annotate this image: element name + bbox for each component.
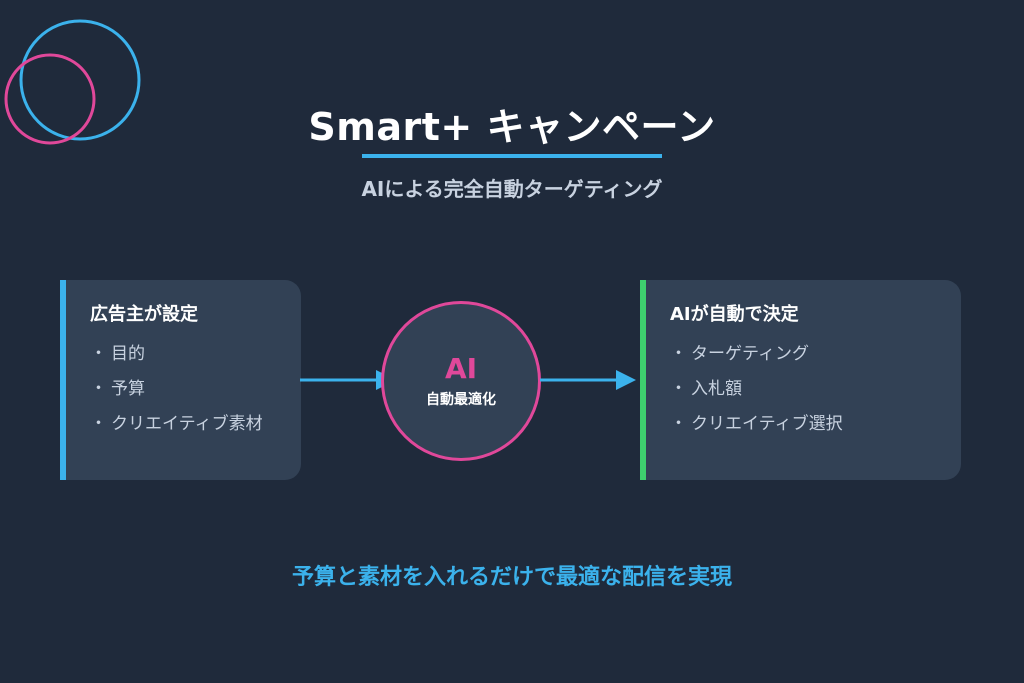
decorative-circles-icon bbox=[4, 19, 141, 145]
ai-decisions-list: ・ターゲティング ・入札額 ・クリエイティブ選択 bbox=[670, 342, 843, 447]
page-title: Smart+ キャンペーン bbox=[308, 105, 716, 149]
footer-tagline: 予算と素材を入れるだけで最適な配信を実現 bbox=[291, 565, 732, 590]
accent-bar bbox=[640, 280, 646, 480]
list-item: ・クリエイティブ選択 bbox=[670, 414, 843, 434]
ai-sublabel: 自動最適化 bbox=[426, 392, 496, 408]
ai-decisions-box: AIが自動で決定 ・ターゲティング ・入札額 ・クリエイティブ選択 bbox=[640, 280, 961, 480]
list-item: ・目的 bbox=[90, 344, 145, 364]
ai-label: AI bbox=[444, 352, 478, 385]
accent-bar bbox=[60, 280, 66, 480]
list-item: ・クリエイティブ素材 bbox=[90, 414, 263, 434]
title-underline bbox=[362, 154, 662, 158]
box-title: AIが自動で決定 bbox=[670, 304, 799, 325]
advertiser-items-list: ・目的 ・予算 ・クリエイティブ素材 bbox=[90, 342, 263, 447]
box-title: 広告主が設定 bbox=[90, 304, 198, 325]
page-subtitle: AIによる完全自動ターゲティング bbox=[361, 177, 663, 201]
arrow-right-icon bbox=[540, 370, 636, 390]
list-item: ・入札額 bbox=[670, 379, 742, 399]
advertiser-settings-box: 広告主が設定 ・目的 ・予算 ・クリエイティブ素材 bbox=[60, 280, 301, 480]
list-item: ・ターゲティング bbox=[670, 344, 809, 364]
list-item: ・予算 bbox=[90, 379, 145, 399]
ai-optimization-node: AI 自動最適化 bbox=[381, 301, 541, 461]
